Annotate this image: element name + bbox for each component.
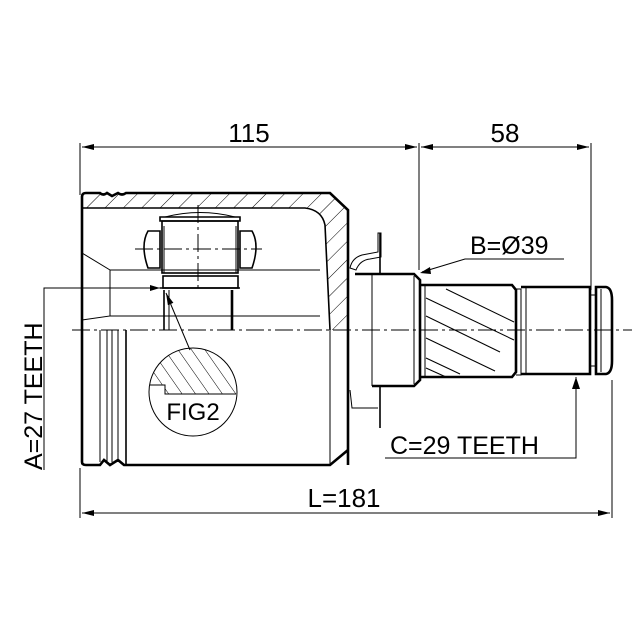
c-teeth-label: C=29 TEETH <box>390 432 539 460</box>
b-diameter-callout: B=Ø39 <box>420 232 564 274</box>
dimension-value-115: 115 <box>228 118 269 148</box>
dimension-115: 115 <box>79 118 420 270</box>
fig2-detail: FIG2 <box>148 292 238 437</box>
c-teeth-leader <box>385 377 577 459</box>
stub-shaft <box>355 272 614 388</box>
dimension-value-181: L=181 <box>307 483 380 513</box>
flange-shield <box>349 232 382 428</box>
a-teeth-leader <box>43 287 160 470</box>
dimension-58: 58 <box>421 118 592 290</box>
fig2-circle <box>148 347 238 437</box>
a-teeth-label: A=27 TEETH <box>20 322 48 470</box>
c-teeth-callout: C=29 TEETH <box>385 377 580 460</box>
tripod-roller <box>135 205 262 330</box>
a-teeth-callout: A=27 TEETH <box>20 285 160 470</box>
b-diameter-leader <box>421 258 564 273</box>
dimension-value-58: 58 <box>491 118 520 148</box>
housing <box>80 191 350 467</box>
fig2-label: FIG2 <box>166 399 219 426</box>
b-diameter-label: B=Ø39 <box>470 232 549 260</box>
helical-spline-lines <box>425 288 515 378</box>
dimension-181: L=181 <box>79 380 613 518</box>
